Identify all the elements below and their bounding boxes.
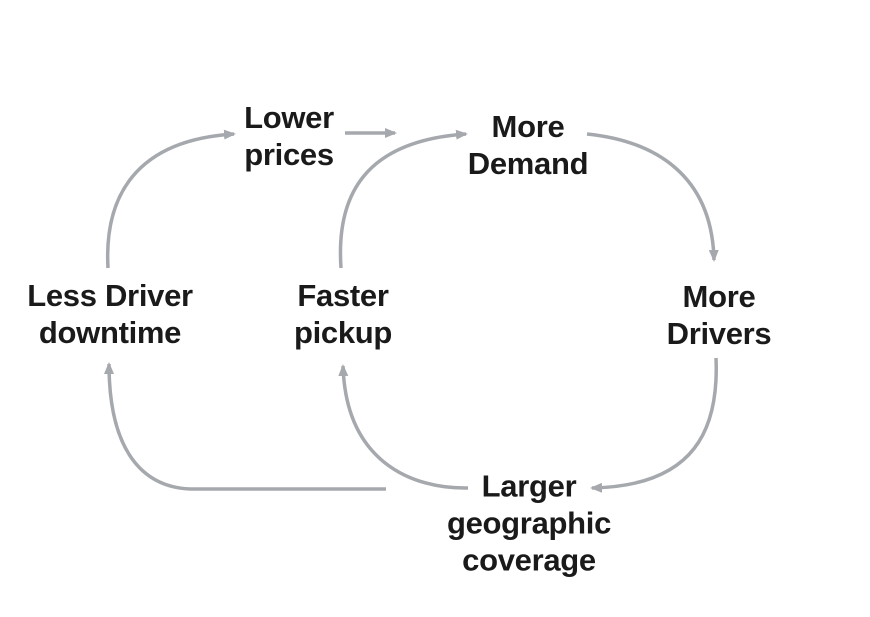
edge-less-driver-downtime-to-lower-prices [105, 129, 236, 269]
edge-more-drivers-to-larger-geographic-coverage [590, 357, 718, 493]
node-faster-pickup: Faster pickup [293, 278, 393, 350]
node-more-drivers: More Drivers [666, 279, 772, 351]
node-lower-prices: Lower prices [244, 100, 334, 172]
node-less-driver-downtime: Less Driver downtime [27, 278, 193, 350]
node-more-demand: More Demand [467, 109, 589, 181]
node-larger-geographic-coverage: Larger geographic coverage [446, 468, 612, 578]
edge-larger-geographic-coverage-to-faster-pickup [338, 364, 469, 490]
edge-faster-pickup-to-more-demand [338, 129, 468, 269]
edge-larger-geographic-coverage-to-less-driver-downtime [104, 362, 386, 491]
edge-more-demand-to-more-drivers [586, 132, 719, 262]
